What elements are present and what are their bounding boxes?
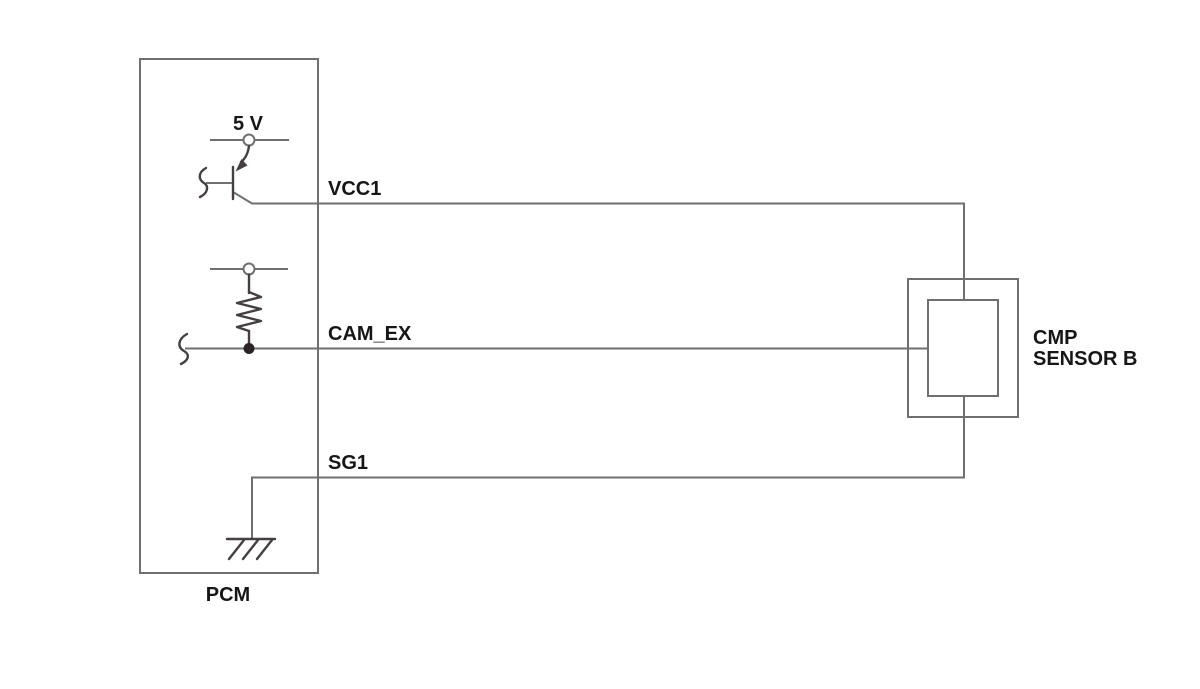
sg1-label: SG1 (328, 452, 368, 474)
pcm-box (139, 58, 319, 574)
sensor-outer-box (907, 278, 1019, 418)
pnp-transistor-icon (198, 144, 251, 201)
junction-dot (243, 343, 255, 354)
vcc1-label: VCC1 (328, 178, 381, 200)
wire-break-icon (198, 166, 209, 199)
resistor-icon (235, 273, 263, 350)
wire-break-icon (178, 332, 189, 366)
sensor-inner-box (927, 299, 999, 397)
supply-voltage-label: 5 V (233, 113, 264, 135)
sensor-label-line1: CMP (1033, 327, 1077, 349)
sensor-label-line2: SENSOR B (1033, 348, 1137, 370)
pullup-terminal-icon (210, 262, 288, 276)
ground-icon (225, 478, 277, 561)
cam-ex-label: CAM_EX (328, 323, 412, 345)
supply-terminal-icon (210, 133, 289, 147)
vcc1-wire (232, 191, 965, 300)
pcm-label: PCM (206, 584, 250, 606)
